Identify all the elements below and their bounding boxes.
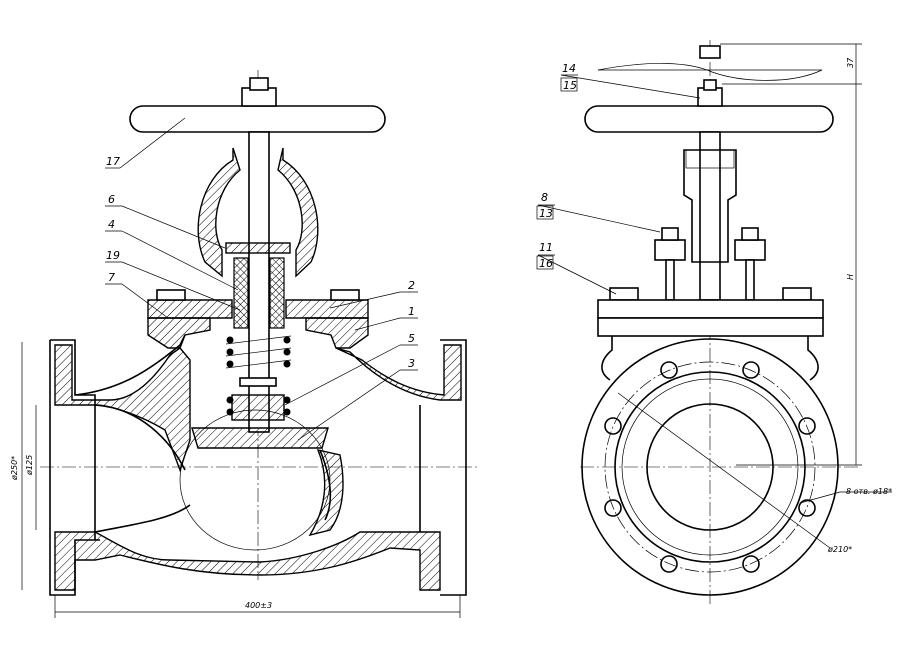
part-label-16: 16 <box>539 257 553 270</box>
part-label-3: 3 <box>408 357 415 370</box>
side-handwheel <box>584 105 834 133</box>
dim-holes: 8 отв. ø18* <box>846 487 892 496</box>
dim-flange-diameter: ø250* <box>10 456 19 481</box>
valve-disc <box>191 427 329 449</box>
stem <box>248 131 270 433</box>
dim-bore-diameter: ø125 <box>25 455 34 476</box>
part-label-11: 11 <box>539 241 553 254</box>
part-label-4: 4 <box>108 218 115 231</box>
front-section-view: ø250* ø125 400±3 17 6 4 19 7 2 1 5 3 <box>10 70 480 618</box>
dim-bolt-circle: ø210* <box>827 545 852 554</box>
end-flange <box>581 338 839 596</box>
part-label-14: 14 <box>562 62 576 75</box>
dim-height: H <box>846 274 855 280</box>
part-label-7: 7 <box>108 271 115 284</box>
part-label-1: 1 <box>408 305 415 318</box>
handwheel <box>129 105 386 133</box>
side-view: 37 H ø210* 8 отв. ø18* 14 15 8 13 11 16 <box>536 40 892 605</box>
bolt-holes <box>604 361 816 573</box>
dim-length: 400±3 <box>245 601 272 610</box>
dim-top-offset: 37 <box>846 57 855 68</box>
spring <box>225 335 292 416</box>
part-label-2: 2 <box>408 279 415 292</box>
part-label-15: 15 <box>563 79 577 92</box>
part-label-19: 19 <box>106 249 120 262</box>
part-label-5: 5 <box>408 332 415 345</box>
packing <box>233 257 249 329</box>
part-label-8: 8 <box>541 191 548 204</box>
valve-body <box>49 334 467 596</box>
part-label-17: 17 <box>106 155 120 168</box>
part-label-13: 13 <box>539 207 553 220</box>
part-label-6: 6 <box>108 193 115 206</box>
